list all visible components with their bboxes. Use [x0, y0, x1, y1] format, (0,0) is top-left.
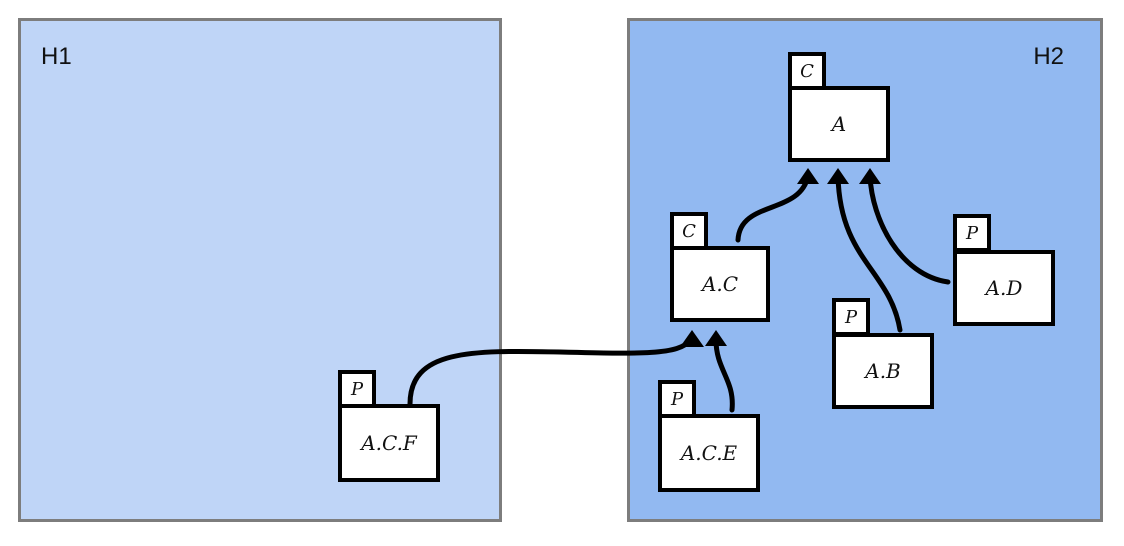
node-ac-type-tag: C: [670, 212, 708, 250]
node-ab[interactable]: A.B: [832, 333, 934, 409]
node-a-type-tag: C: [788, 52, 826, 90]
node-ad-type-tag: P: [953, 214, 991, 252]
host-h1-label: H1: [41, 43, 72, 70]
node-acf[interactable]: A.C.F: [338, 404, 440, 482]
node-ab-type-tag: P: [832, 298, 870, 336]
node-ac[interactable]: A.C: [670, 246, 770, 322]
node-a[interactable]: A: [788, 86, 890, 162]
node-ace[interactable]: A.C.E: [658, 414, 760, 492]
node-acf-type-tag: P: [338, 370, 376, 408]
host-h2-label: H2: [1033, 43, 1064, 70]
node-ace-type-tag: P: [658, 380, 696, 418]
node-ad[interactable]: A.D: [953, 250, 1055, 326]
